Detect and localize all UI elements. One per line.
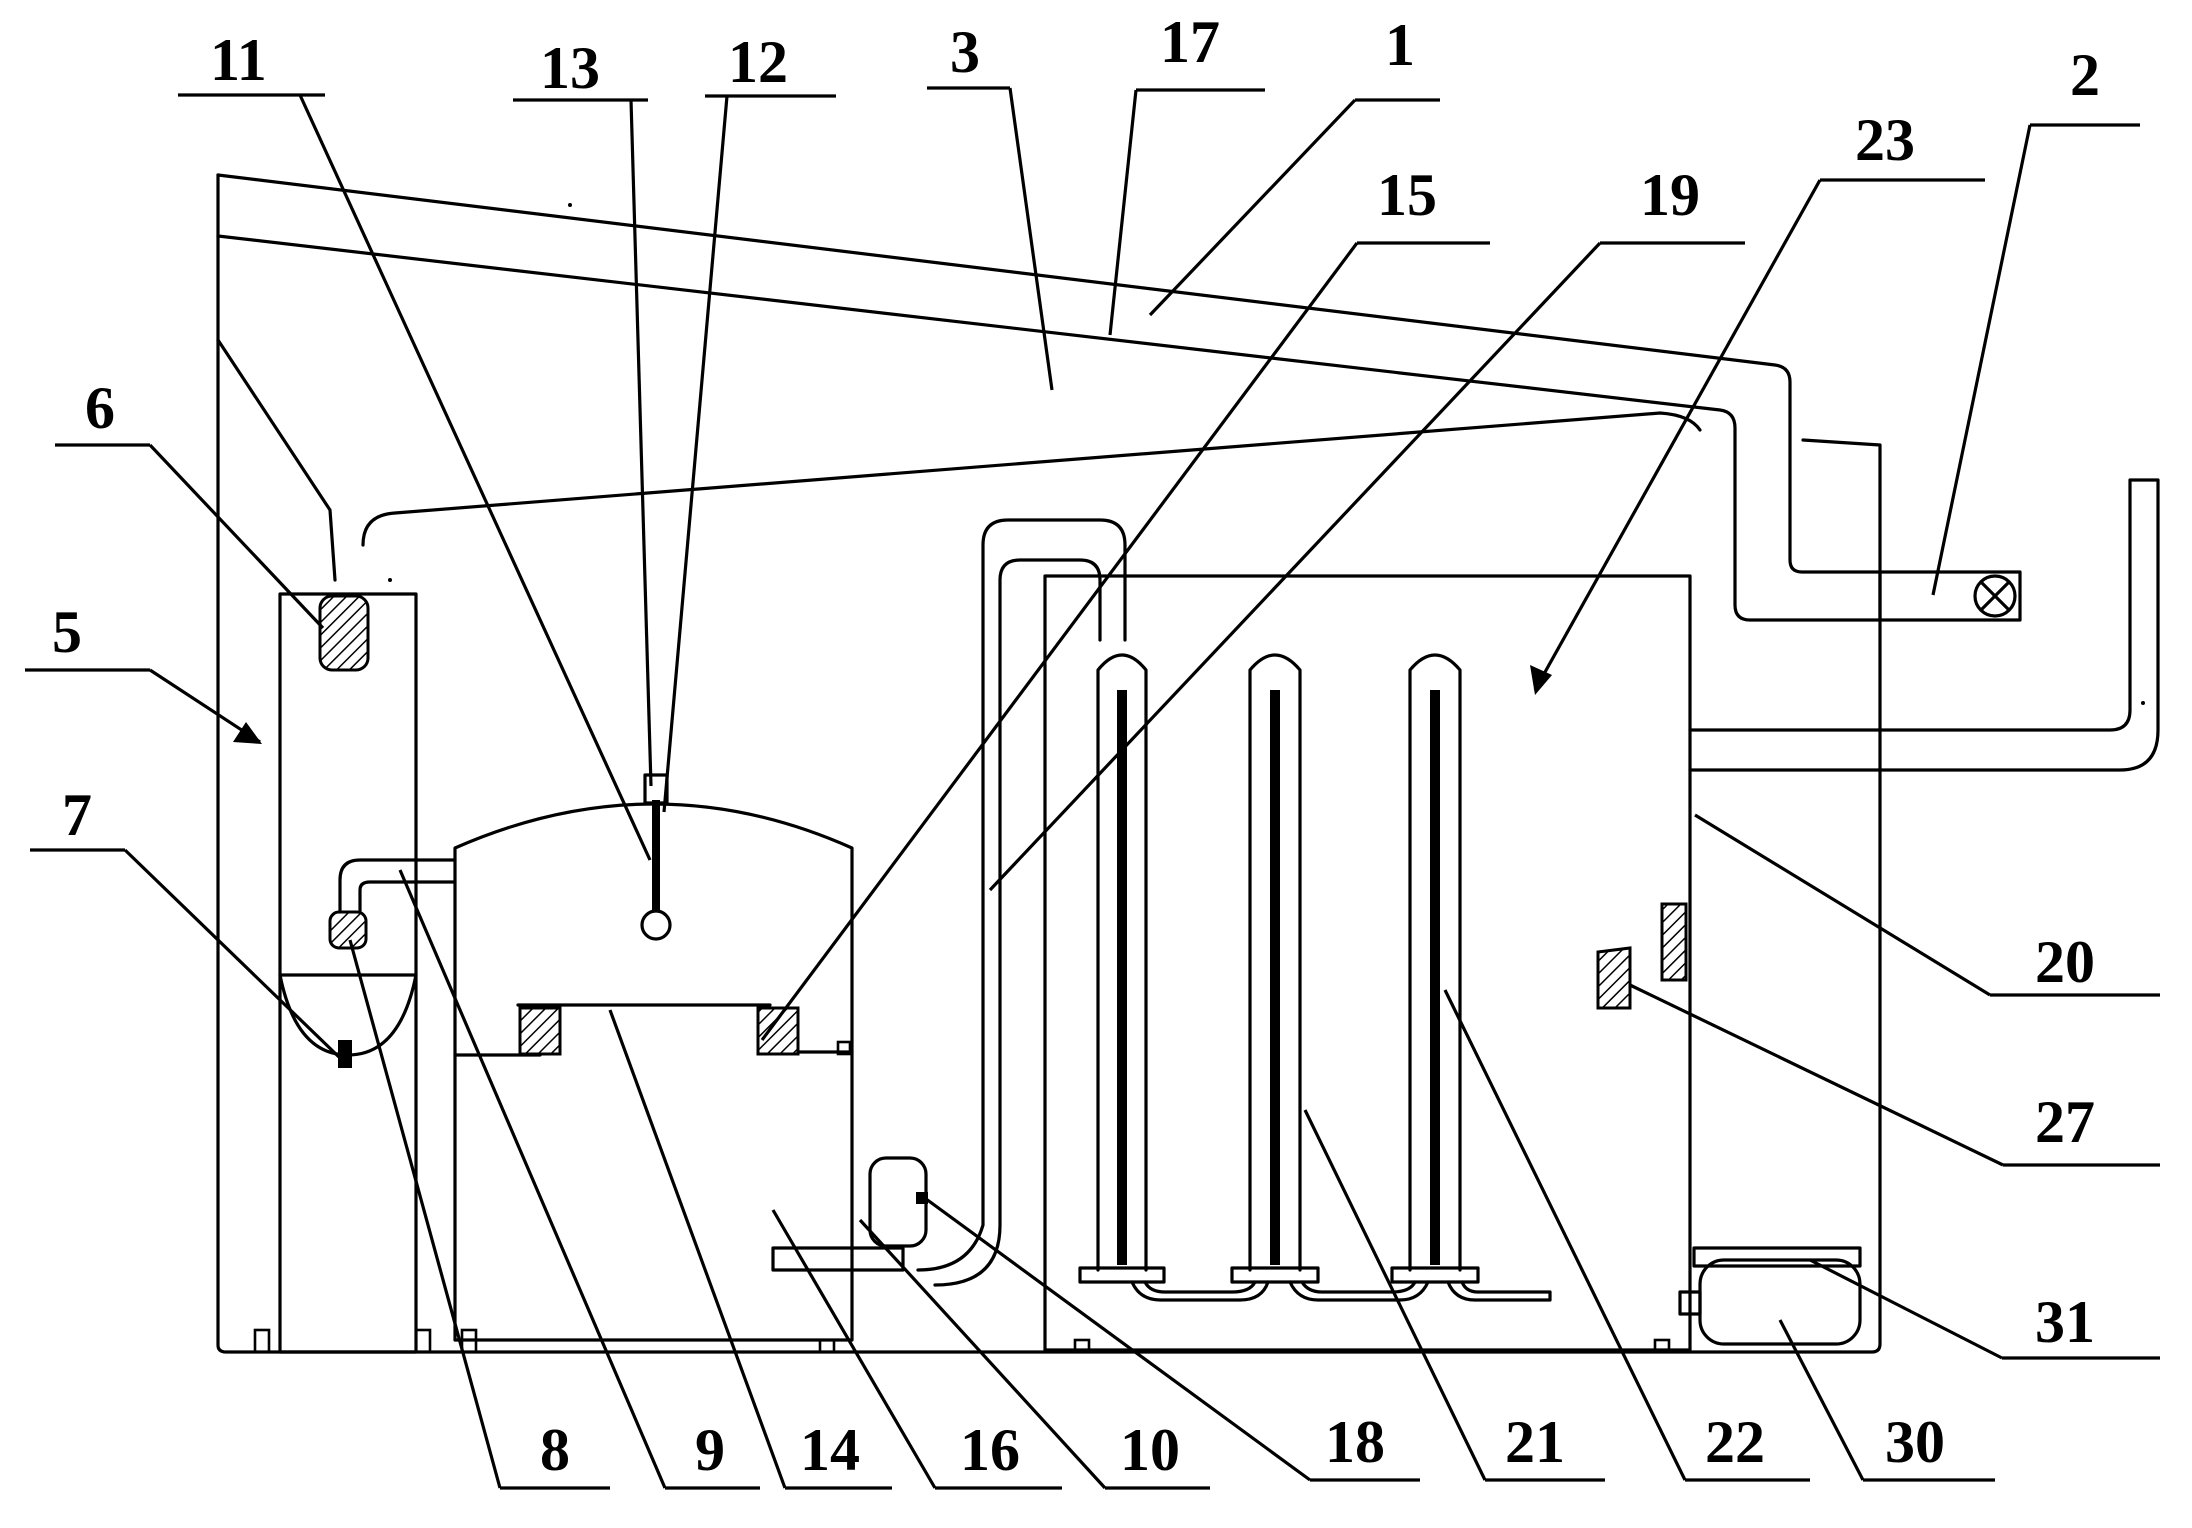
label-17: 17: [1160, 9, 1220, 75]
label-11: 11: [210, 27, 267, 93]
pump: [771, 1156, 928, 1272]
label-7: 7: [62, 782, 92, 848]
exhaust-pipe: [1688, 478, 2160, 772]
label-3: 3: [950, 19, 980, 85]
outlet-valve: [1878, 570, 2022, 622]
steam-pipe: [916, 518, 1127, 1287]
label-13: 13: [540, 35, 600, 101]
label-20: 20: [2035, 929, 2095, 995]
label-1: 1: [1385, 12, 1415, 78]
label-27: 27: [2035, 1089, 2095, 1155]
label-16: 16: [960, 1417, 1020, 1483]
label-23: 23: [1855, 107, 1915, 173]
label-30: 30: [1885, 1409, 1945, 1475]
leader-lines: [25, 86, 2160, 1490]
label-14: 14: [800, 1417, 860, 1483]
heating-vessel: [1043, 574, 1692, 1354]
label-10: 10: [1120, 1417, 1180, 1483]
callout-labels: 11 13 12 3 17 1 2 23 15 19 6 5 7 20 27 3…: [52, 9, 2100, 1483]
label-15: 15: [1377, 162, 1437, 228]
label-18: 18: [1325, 1409, 1385, 1475]
label-8: 8: [540, 1417, 570, 1483]
label-12: 12: [728, 29, 788, 95]
water-tank: [216, 338, 457, 1354]
label-22: 22: [1705, 1409, 1765, 1475]
label-5: 5: [52, 599, 82, 665]
boiler: [253, 773, 854, 1354]
bottom-pump: [1678, 1246, 1862, 1346]
label-31: 31: [2035, 1289, 2095, 1355]
outer-housing: [216, 173, 1882, 1354]
label-2: 2: [2070, 42, 2100, 108]
label-9: 9: [695, 1417, 725, 1483]
label-21: 21: [1505, 1409, 1565, 1475]
label-6: 6: [85, 375, 115, 441]
label-19: 19: [1640, 162, 1700, 228]
